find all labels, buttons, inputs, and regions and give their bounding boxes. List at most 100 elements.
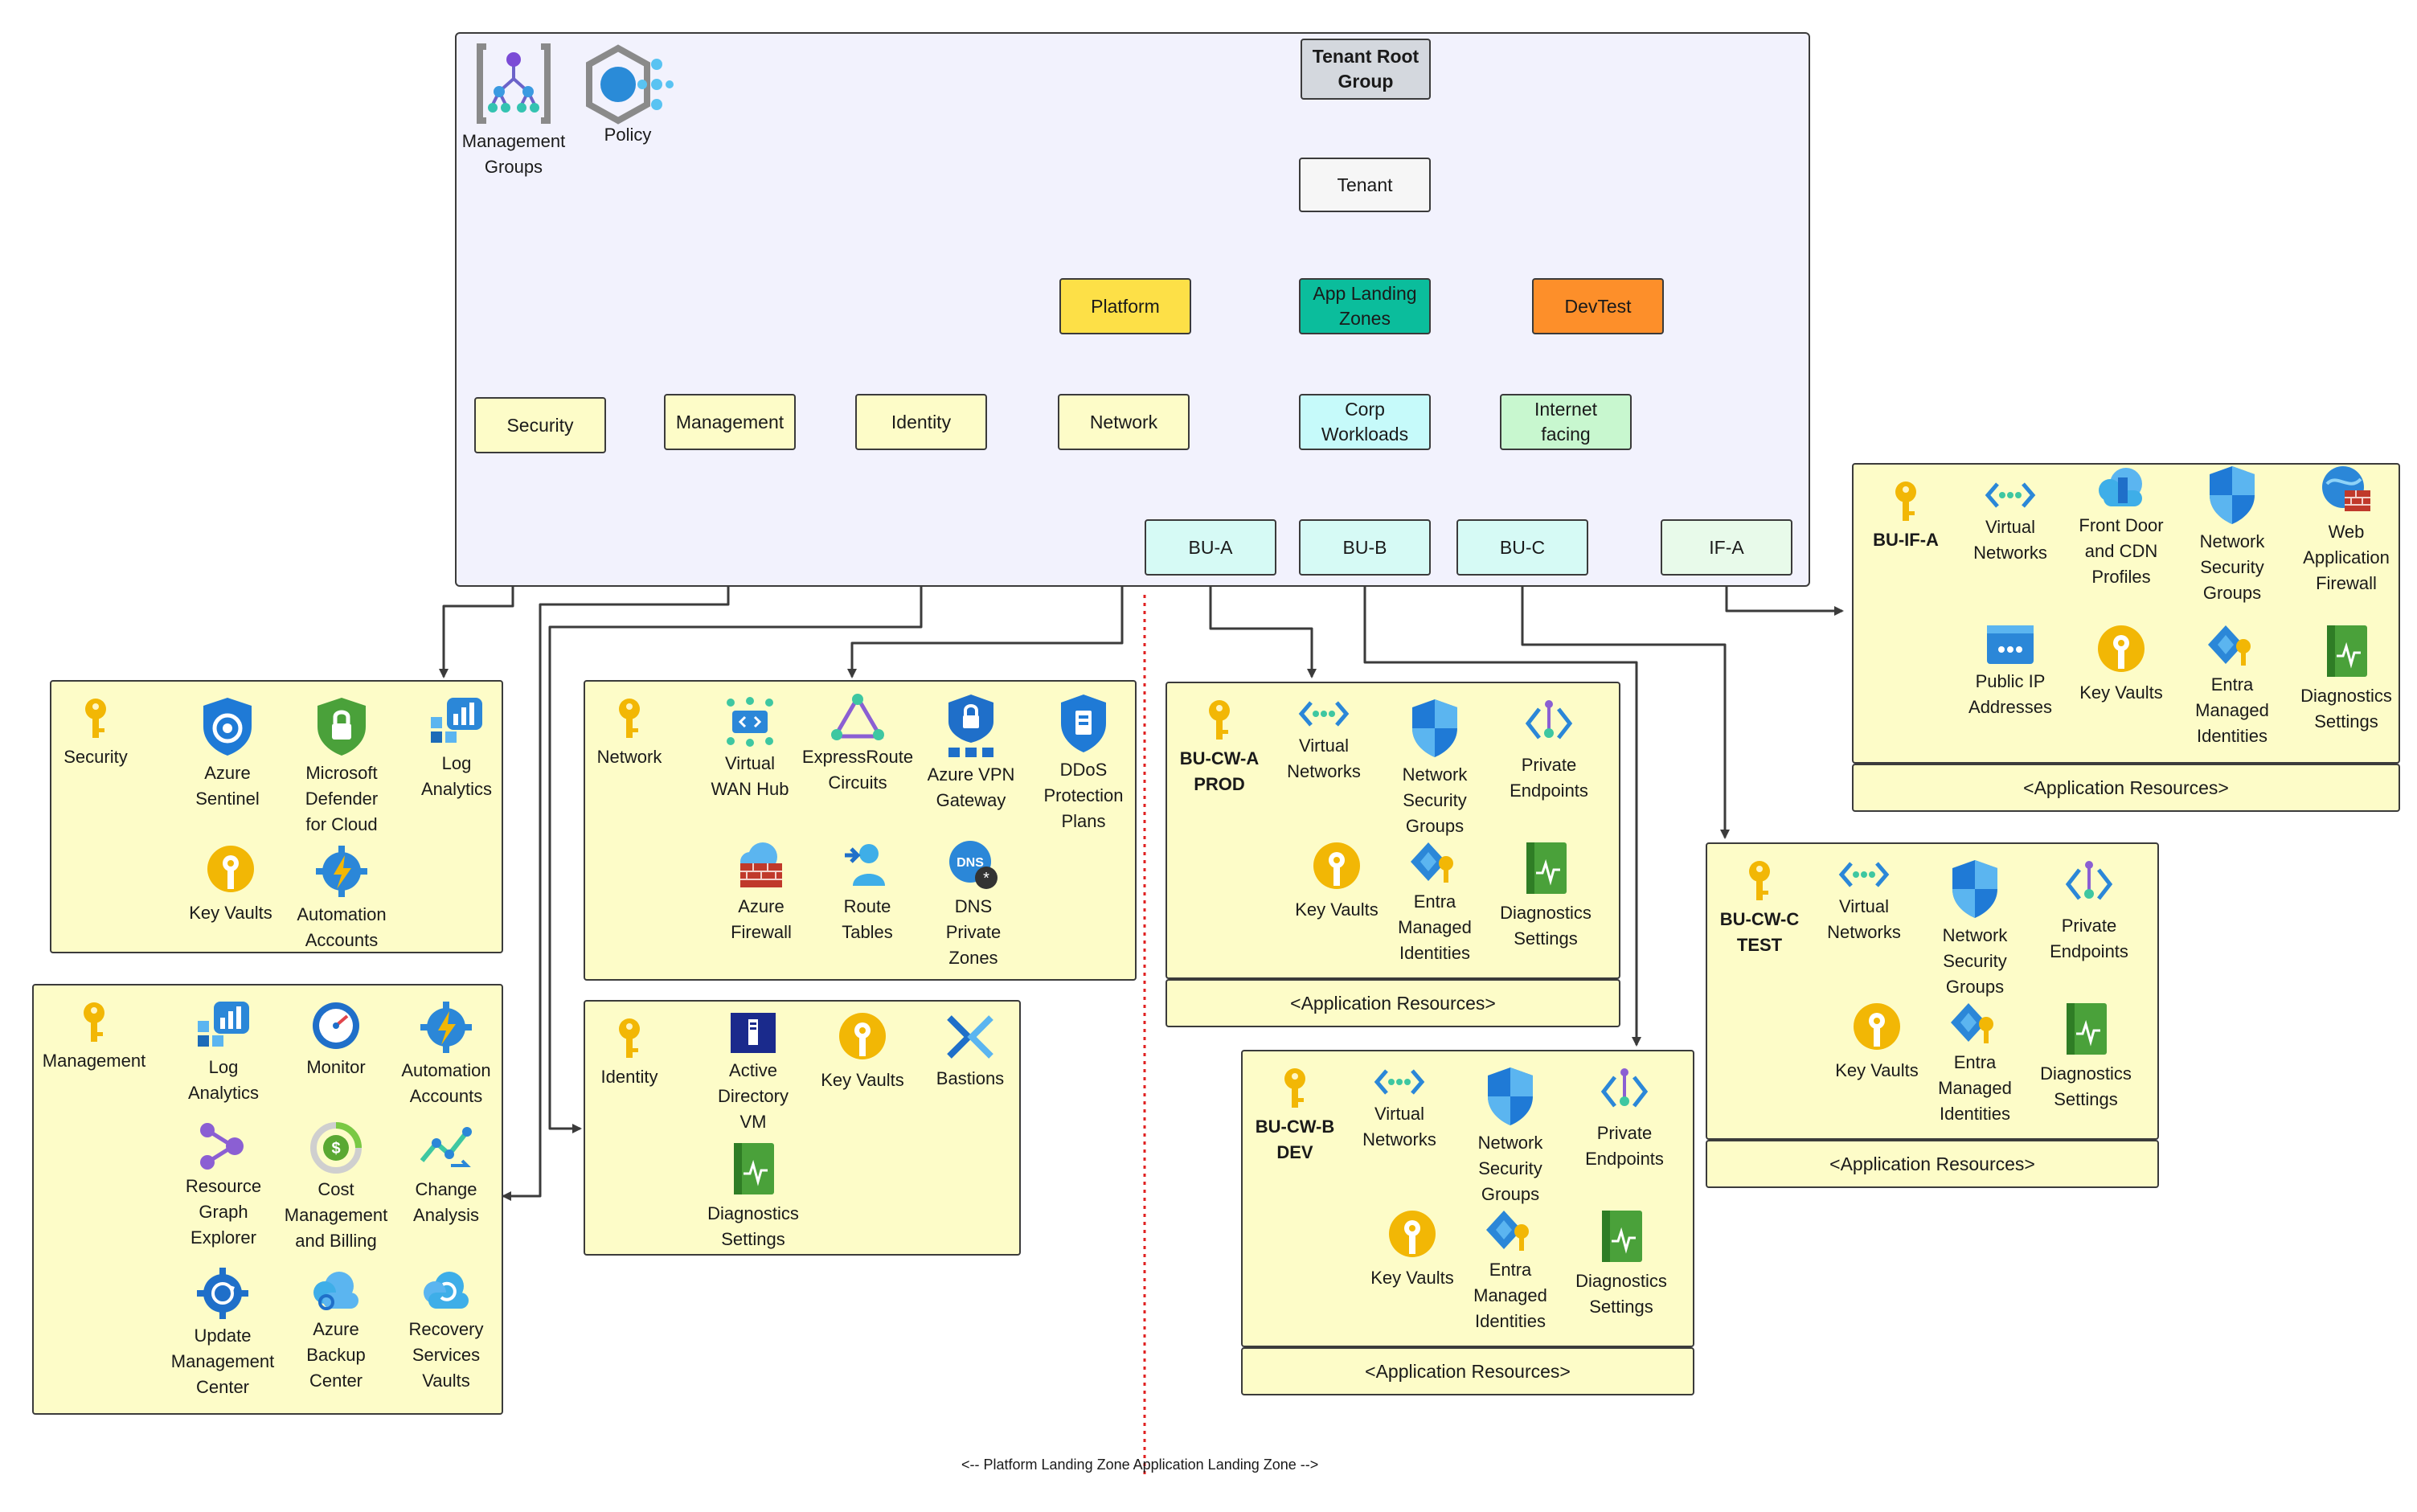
- item-bu-cw-b-1[interactable]: Network Security Groups: [1458, 1066, 1563, 1207]
- node-tenant[interactable]: Tenant: [1299, 158, 1431, 212]
- node-bu-b[interactable]: BU-B: [1299, 519, 1431, 576]
- item-label: Network Security Groups: [2199, 531, 2265, 603]
- item-expressroute[interactable]: ExpressRoute Circuits: [797, 693, 918, 796]
- item-bu-cw-a-1[interactable]: Network Security Groups: [1383, 698, 1487, 839]
- item-bu-if-a-3[interactable]: Web Application Firewall: [2294, 465, 2399, 596]
- item-recovery-services-vaults[interactable]: Recovery Services Vaults: [394, 1267, 498, 1394]
- virtual-network-icon: [1374, 1069, 1425, 1095]
- item-azure-sentinel[interactable]: Azure Sentinel: [183, 696, 272, 812]
- item-active-directory-vm[interactable]: Active Directory VM: [701, 1011, 805, 1135]
- item-log-analytics-mgmt-label: Log Analytics: [187, 1057, 260, 1103]
- change-analysis-icon: [420, 1127, 472, 1167]
- node-corp-workloads[interactable]: Corp Workloads: [1299, 394, 1431, 450]
- item-key-vaults-identity[interactable]: Key Vaults: [818, 1011, 907, 1093]
- item-expressroute-label: ExpressRoute Circuits: [801, 747, 914, 793]
- item-bu-cw-c-0[interactable]: Virtual Networks: [1812, 858, 1916, 945]
- nsg-shield-icon: [1952, 860, 1997, 918]
- item-bu-if-a-5[interactable]: Key Vaults: [2069, 624, 2173, 706]
- management-groups-icon: [477, 43, 551, 124]
- item-bu-cw-c-5[interactable]: Diagnostics Settings: [2034, 1002, 2138, 1112]
- key-vault-icon: [1854, 1003, 1900, 1050]
- item-virtual-wan-hub[interactable]: Virtual WAN Hub: [706, 696, 794, 802]
- node-bu-a[interactable]: BU-A: [1145, 519, 1276, 576]
- item-label: Key Vaults: [1370, 1268, 1454, 1288]
- bu-cw-c-title: BU-CW-C TEST: [1707, 858, 1812, 958]
- item-label: Private Endpoints: [1510, 755, 1588, 801]
- item-bu-if-a-1[interactable]: Front Door and CDN Profiles: [2069, 465, 2173, 590]
- item-ddos-protection[interactable]: DDoS Protection Plans: [1035, 693, 1132, 834]
- item-bu-cw-a-4[interactable]: Entra Managed Identities: [1383, 841, 1487, 966]
- item-bu-cw-a-0[interactable]: Virtual Networks: [1272, 698, 1376, 785]
- item-dns-private-zones[interactable]: DNS* DNS Private Zones: [929, 839, 1018, 971]
- diagnostics-icon: [2067, 1003, 2107, 1055]
- item-azure-backup-center[interactable]: Azure Backup Center: [288, 1267, 384, 1394]
- item-bu-if-a-2[interactable]: Network Security Groups: [2180, 465, 2284, 606]
- item-label: Private Endpoints: [1585, 1123, 1664, 1169]
- item-azure-backup-center-label: Azure Backup Center: [306, 1319, 366, 1391]
- item-bu-if-a-7[interactable]: Diagnostics Settings: [2294, 624, 2399, 735]
- update-gear-icon: [197, 1268, 248, 1319]
- item-bu-cw-a-2[interactable]: Private Endpoints: [1497, 698, 1601, 804]
- item-active-directory-vm-label: Active Directory VM: [717, 1060, 789, 1132]
- item-route-tables[interactable]: Route Tables: [823, 839, 911, 945]
- item-bu-if-a-4[interactable]: Public IP Addresses: [1958, 624, 2063, 720]
- node-tenant-root-group[interactable]: Tenant Root Group: [1301, 39, 1431, 100]
- item-azure-firewall[interactable]: Azure Firewall: [717, 839, 805, 945]
- item-bu-cw-a-5[interactable]: Diagnostics Settings: [1493, 841, 1598, 952]
- log-analytics-icon: [431, 698, 482, 743]
- item-bu-cw-b-5[interactable]: Diagnostics Settings: [1569, 1209, 1673, 1320]
- shield-icon: [203, 698, 252, 756]
- item-bastions[interactable]: Bastions: [926, 1011, 1014, 1092]
- item-cost-management[interactable]: $ Cost Management and Billing: [280, 1122, 392, 1254]
- node-internet-facing[interactable]: Internet facing: [1500, 394, 1632, 450]
- managed-identity-icon: [2208, 625, 2251, 666]
- node-identity[interactable]: Identity: [855, 394, 987, 450]
- management-title: Management: [34, 1000, 154, 1074]
- panel-identity: Identity Active Directory VM Key Vaults …: [584, 1000, 1021, 1256]
- node-security[interactable]: Security: [474, 397, 606, 453]
- key-icon: [1749, 861, 1770, 900]
- item-bu-cw-c-3[interactable]: Key Vaults: [1825, 1002, 1929, 1084]
- item-bu-cw-c-2[interactable]: Private Endpoints: [2037, 858, 2141, 965]
- key-icon: [1284, 1068, 1305, 1108]
- item-automation-accounts-mgmt[interactable]: Automation Accounts: [394, 1000, 498, 1109]
- node-app-landing-zones[interactable]: App Landing Zones: [1299, 278, 1431, 334]
- item-key-vaults-sec[interactable]: Key Vaults: [186, 844, 275, 926]
- item-automation-accounts-sec[interactable]: Automation Accounts: [289, 844, 394, 953]
- item-azure-vpn-gateway[interactable]: Azure VPN Gateway: [923, 693, 1019, 813]
- item-log-analytics-sec[interactable]: Log Analytics: [415, 696, 498, 802]
- item-bu-if-a-0[interactable]: Virtual Networks: [1958, 479, 2063, 566]
- item-bu-cw-c-4[interactable]: Entra Managed Identities: [1923, 1002, 2027, 1127]
- expressroute-icon: [831, 694, 884, 740]
- item-resource-graph-explorer[interactable]: Resource Graph Explorer: [175, 1122, 272, 1251]
- item-bu-cw-b-4[interactable]: Entra Managed Identities: [1458, 1209, 1563, 1334]
- node-bu-c[interactable]: BU-C: [1456, 519, 1588, 576]
- node-if-a[interactable]: IF-A: [1661, 519, 1792, 576]
- item-bu-cw-c-1[interactable]: Network Security Groups: [1923, 858, 2027, 1000]
- node-devtest[interactable]: DevTest: [1532, 278, 1664, 334]
- node-platform[interactable]: Platform: [1059, 278, 1191, 334]
- item-log-analytics-mgmt[interactable]: Log Analytics: [175, 1000, 272, 1106]
- item-azure-vpn-gateway-label: Azure VPN Gateway: [927, 764, 1015, 810]
- item-bu-cw-b-3[interactable]: Key Vaults: [1360, 1209, 1465, 1291]
- node-management[interactable]: Management: [664, 394, 796, 450]
- item-bu-cw-b-0[interactable]: Virtual Networks: [1347, 1066, 1452, 1153]
- item-label: Virtual Networks: [1287, 736, 1361, 781]
- legend-management-groups-label: Management Groups: [461, 131, 566, 177]
- item-cost-management-label: Cost Management and Billing: [284, 1179, 388, 1251]
- item-microsoft-defender[interactable]: Microsoft Defender for Cloud: [289, 696, 394, 838]
- item-automation-accounts-mgmt-label: Automation Accounts: [401, 1060, 491, 1106]
- item-update-management[interactable]: Update Management Center: [170, 1267, 275, 1400]
- item-diagnostics-identity[interactable]: Diagnostics Settings: [701, 1141, 805, 1252]
- item-bu-cw-a-3[interactable]: Key Vaults: [1284, 841, 1389, 923]
- private-endpoint-icon: [2065, 861, 2113, 900]
- node-network[interactable]: Network: [1058, 394, 1190, 450]
- item-label: Key Vaults: [1295, 899, 1379, 920]
- key-icon: [619, 699, 640, 738]
- item-bu-cw-b-2[interactable]: Private Endpoints: [1572, 1066, 1677, 1172]
- item-route-tables-label: Route Tables: [842, 896, 893, 942]
- item-change-analysis[interactable]: Change Analysis: [394, 1122, 498, 1228]
- item-bu-if-a-6[interactable]: Entra Managed Identities: [2180, 624, 2284, 749]
- item-monitor[interactable]: Monitor: [288, 1000, 384, 1080]
